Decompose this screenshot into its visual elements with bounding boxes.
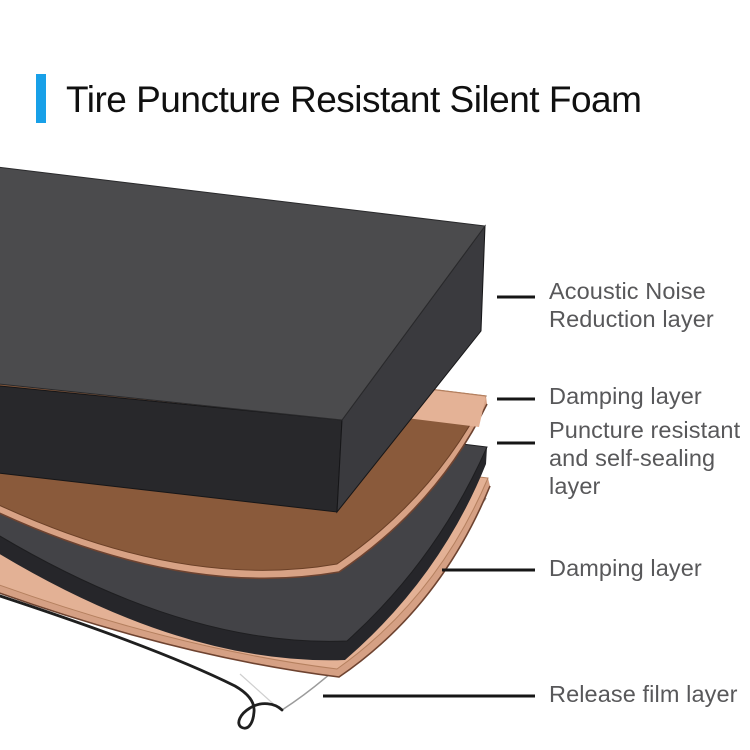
release-film-curl-outline [0, 594, 284, 730]
label-damping-layer-bottom: Damping layer [549, 555, 702, 581]
label-acoustic-noise-reduction-layer: Acoustic Noise Reduction layer [549, 278, 714, 332]
foam-top-face [0, 166, 486, 421]
label-damping-layer-top: Damping layer [549, 383, 702, 409]
acoustic-foam-block [0, 166, 486, 514]
damping-top-bottom-edge [0, 403, 488, 580]
page-title: Tire Puncture Resistant Silent Foam [66, 79, 642, 120]
damping-bottom-side-face [0, 478, 490, 677]
label-release-film-layer: Release film layer [549, 681, 738, 707]
puncture-side-face [0, 447, 487, 661]
title-accent-bar [36, 74, 46, 123]
leader-lines [323, 295, 535, 698]
label-puncture-resistant-layer: Puncture resistant and self-sealing laye… [549, 417, 741, 499]
damping-bottom-bottom-edge [0, 485, 491, 678]
